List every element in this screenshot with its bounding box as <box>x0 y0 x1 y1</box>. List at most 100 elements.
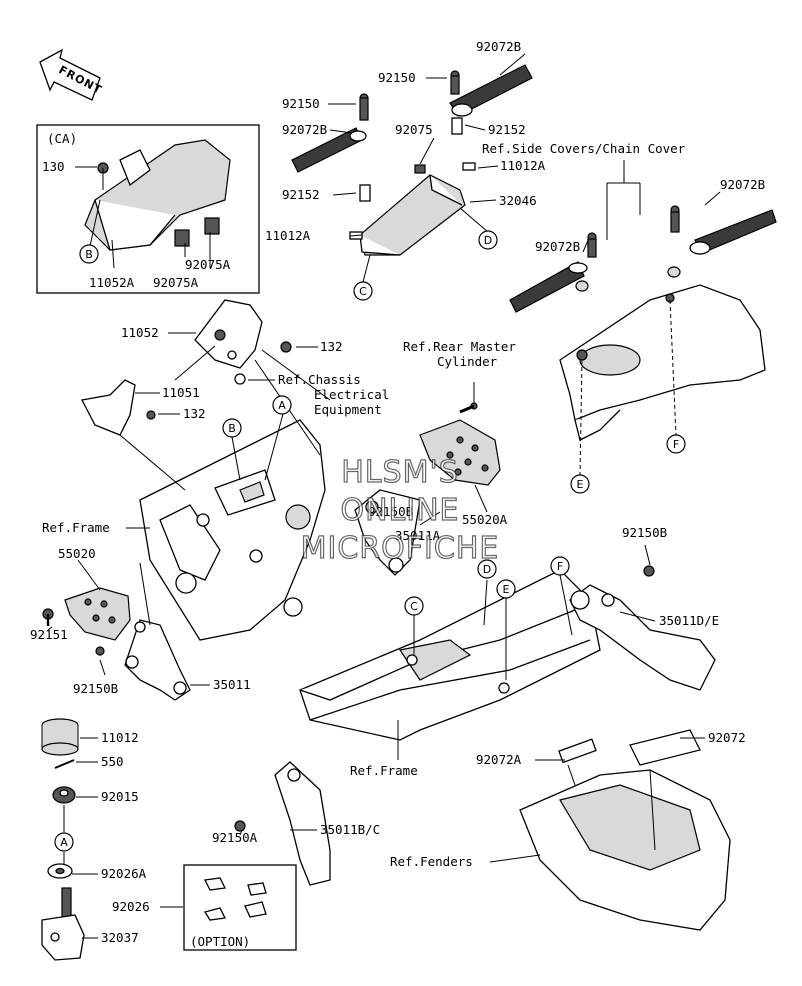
ref-side-covers-label: Ref.Side Covers/Chain Cover <box>482 141 686 156</box>
callout-letter: F <box>557 560 563 573</box>
callout-e-subframe: E <box>496 579 516 599</box>
frame-main <box>139 419 326 641</box>
part-label: 92150 <box>282 96 320 111</box>
callout-b-frame: B <box>222 418 242 438</box>
part-label: 92072B <box>282 122 327 137</box>
part-label: 92075A <box>185 257 231 272</box>
part-label: 55020A <box>462 512 508 527</box>
leader-lines <box>47 53 721 939</box>
callout-letter: C <box>410 600 418 613</box>
part-number-labels: 92072B 92150 92150 92072B 92075 92152 11… <box>30 39 765 945</box>
part-label: 92075A <box>153 275 199 290</box>
callout-c-subframe: C <box>404 596 424 616</box>
part-label: 132 <box>320 339 343 354</box>
callout-b-inset: B <box>79 244 99 264</box>
option-label: (OPTION) <box>190 934 250 949</box>
rear-master-cylinder <box>459 402 478 414</box>
nut-92015 <box>52 786 76 804</box>
bracket-35011 <box>124 619 191 701</box>
part-label: 92072B <box>535 239 580 254</box>
part-label: 92150B <box>622 525 667 540</box>
part-label: 92072A <box>476 752 522 767</box>
ref-fenders-label: Ref.Fenders <box>390 854 473 869</box>
strap-92072b-right <box>667 205 777 278</box>
front-direction-arrow: FRONT <box>39 48 104 101</box>
option-box: (OPTION) <box>183 864 297 951</box>
part-label: 130 <box>42 159 65 174</box>
watermark-line: ONLINE <box>340 493 459 528</box>
strap-92072b-left <box>291 93 371 202</box>
part-label: 92150 <box>378 70 416 85</box>
bracket-35011a <box>354 489 421 576</box>
part-label: 92072 <box>708 730 746 745</box>
part-label: 11012 <box>101 730 139 745</box>
part-label: 92150B <box>73 681 118 696</box>
part-label: 92150B <box>368 504 413 519</box>
part-label: 92026A <box>101 866 147 881</box>
callout-letter: D <box>484 234 492 247</box>
part-label: 92072B <box>720 177 765 192</box>
part-label: 11012A <box>500 158 546 173</box>
watermark-line: HLSM'S <box>341 455 459 490</box>
part-label: 32046 <box>499 193 537 208</box>
part-label: 550 <box>101 754 124 769</box>
inset-title: (CA) <box>47 131 77 146</box>
reference-labels: Ref.Rear Master Cylinder Ref.Chassis Ele… <box>42 141 686 869</box>
callout-letter: C <box>359 285 367 298</box>
ref-chassis-label: Electrical <box>314 387 389 402</box>
ref-frame-label: Ref.Frame <box>350 763 418 778</box>
callout-letter: B <box>228 422 236 435</box>
ref-rear-master-label: Ref.Rear Master <box>403 339 516 354</box>
footrest-55020 <box>64 587 131 641</box>
callout-d-subframe: D <box>477 559 497 579</box>
callout-letter: E <box>503 583 510 596</box>
part-label: 11012A <box>265 228 311 243</box>
callout-letter: A <box>60 836 68 849</box>
callout-a-frame: A <box>272 395 292 415</box>
part-label: 92015 <box>101 789 139 804</box>
part-label: 11051 <box>162 385 200 400</box>
part-label: 35011D/E <box>659 613 719 628</box>
part-label: 35011 <box>213 677 251 692</box>
part-label: 92026 <box>112 899 150 914</box>
callout-letter: E <box>577 478 584 491</box>
pin-550 <box>54 759 75 769</box>
chain-cover <box>559 284 766 441</box>
stud-32037 <box>41 887 85 961</box>
callout-letter: B <box>85 248 93 261</box>
part-label: 132 <box>183 406 206 421</box>
part-label: 35011B/C <box>320 822 380 837</box>
callout-f-cover: F <box>666 434 686 454</box>
ref-rear-master-label: Cylinder <box>437 354 498 369</box>
watermark: HLSM'S ONLINE MICROFICHE <box>300 454 499 566</box>
ref-frame-label: Ref.Frame <box>42 520 110 535</box>
bolt-92150b-left <box>95 646 105 656</box>
callout-letter: A <box>278 399 286 412</box>
callout-letter: F <box>673 438 679 451</box>
callout-a-small: A <box>54 832 74 852</box>
part-label: 92152 <box>488 122 526 137</box>
callout-letter: D <box>483 563 491 576</box>
callout-e-cover: E <box>570 474 590 494</box>
strap-92072b-top <box>449 64 533 135</box>
footrest-55020a <box>419 419 501 486</box>
part-label: 92152 <box>282 187 320 202</box>
ref-chassis-label: Equipment <box>314 402 382 417</box>
part-label: 11052A <box>89 275 135 290</box>
callout-c-top: C <box>353 281 373 301</box>
part-label: 11052 <box>121 325 159 340</box>
subframe <box>299 569 601 741</box>
bracket-32046 <box>349 162 476 256</box>
bracket-11052 <box>194 299 292 385</box>
part-label: 92075 <box>395 122 433 137</box>
bracket-35011de <box>569 565 716 691</box>
ref-chassis-label: Ref.Chassis <box>278 372 361 387</box>
part-label: 35011A <box>395 528 441 543</box>
part-label: 92150A <box>212 830 258 845</box>
bracket-35011bc <box>234 761 331 886</box>
damper-11012 <box>41 718 79 756</box>
callout-f-subframe: F <box>550 556 570 576</box>
bracket-11051 <box>81 379 156 436</box>
